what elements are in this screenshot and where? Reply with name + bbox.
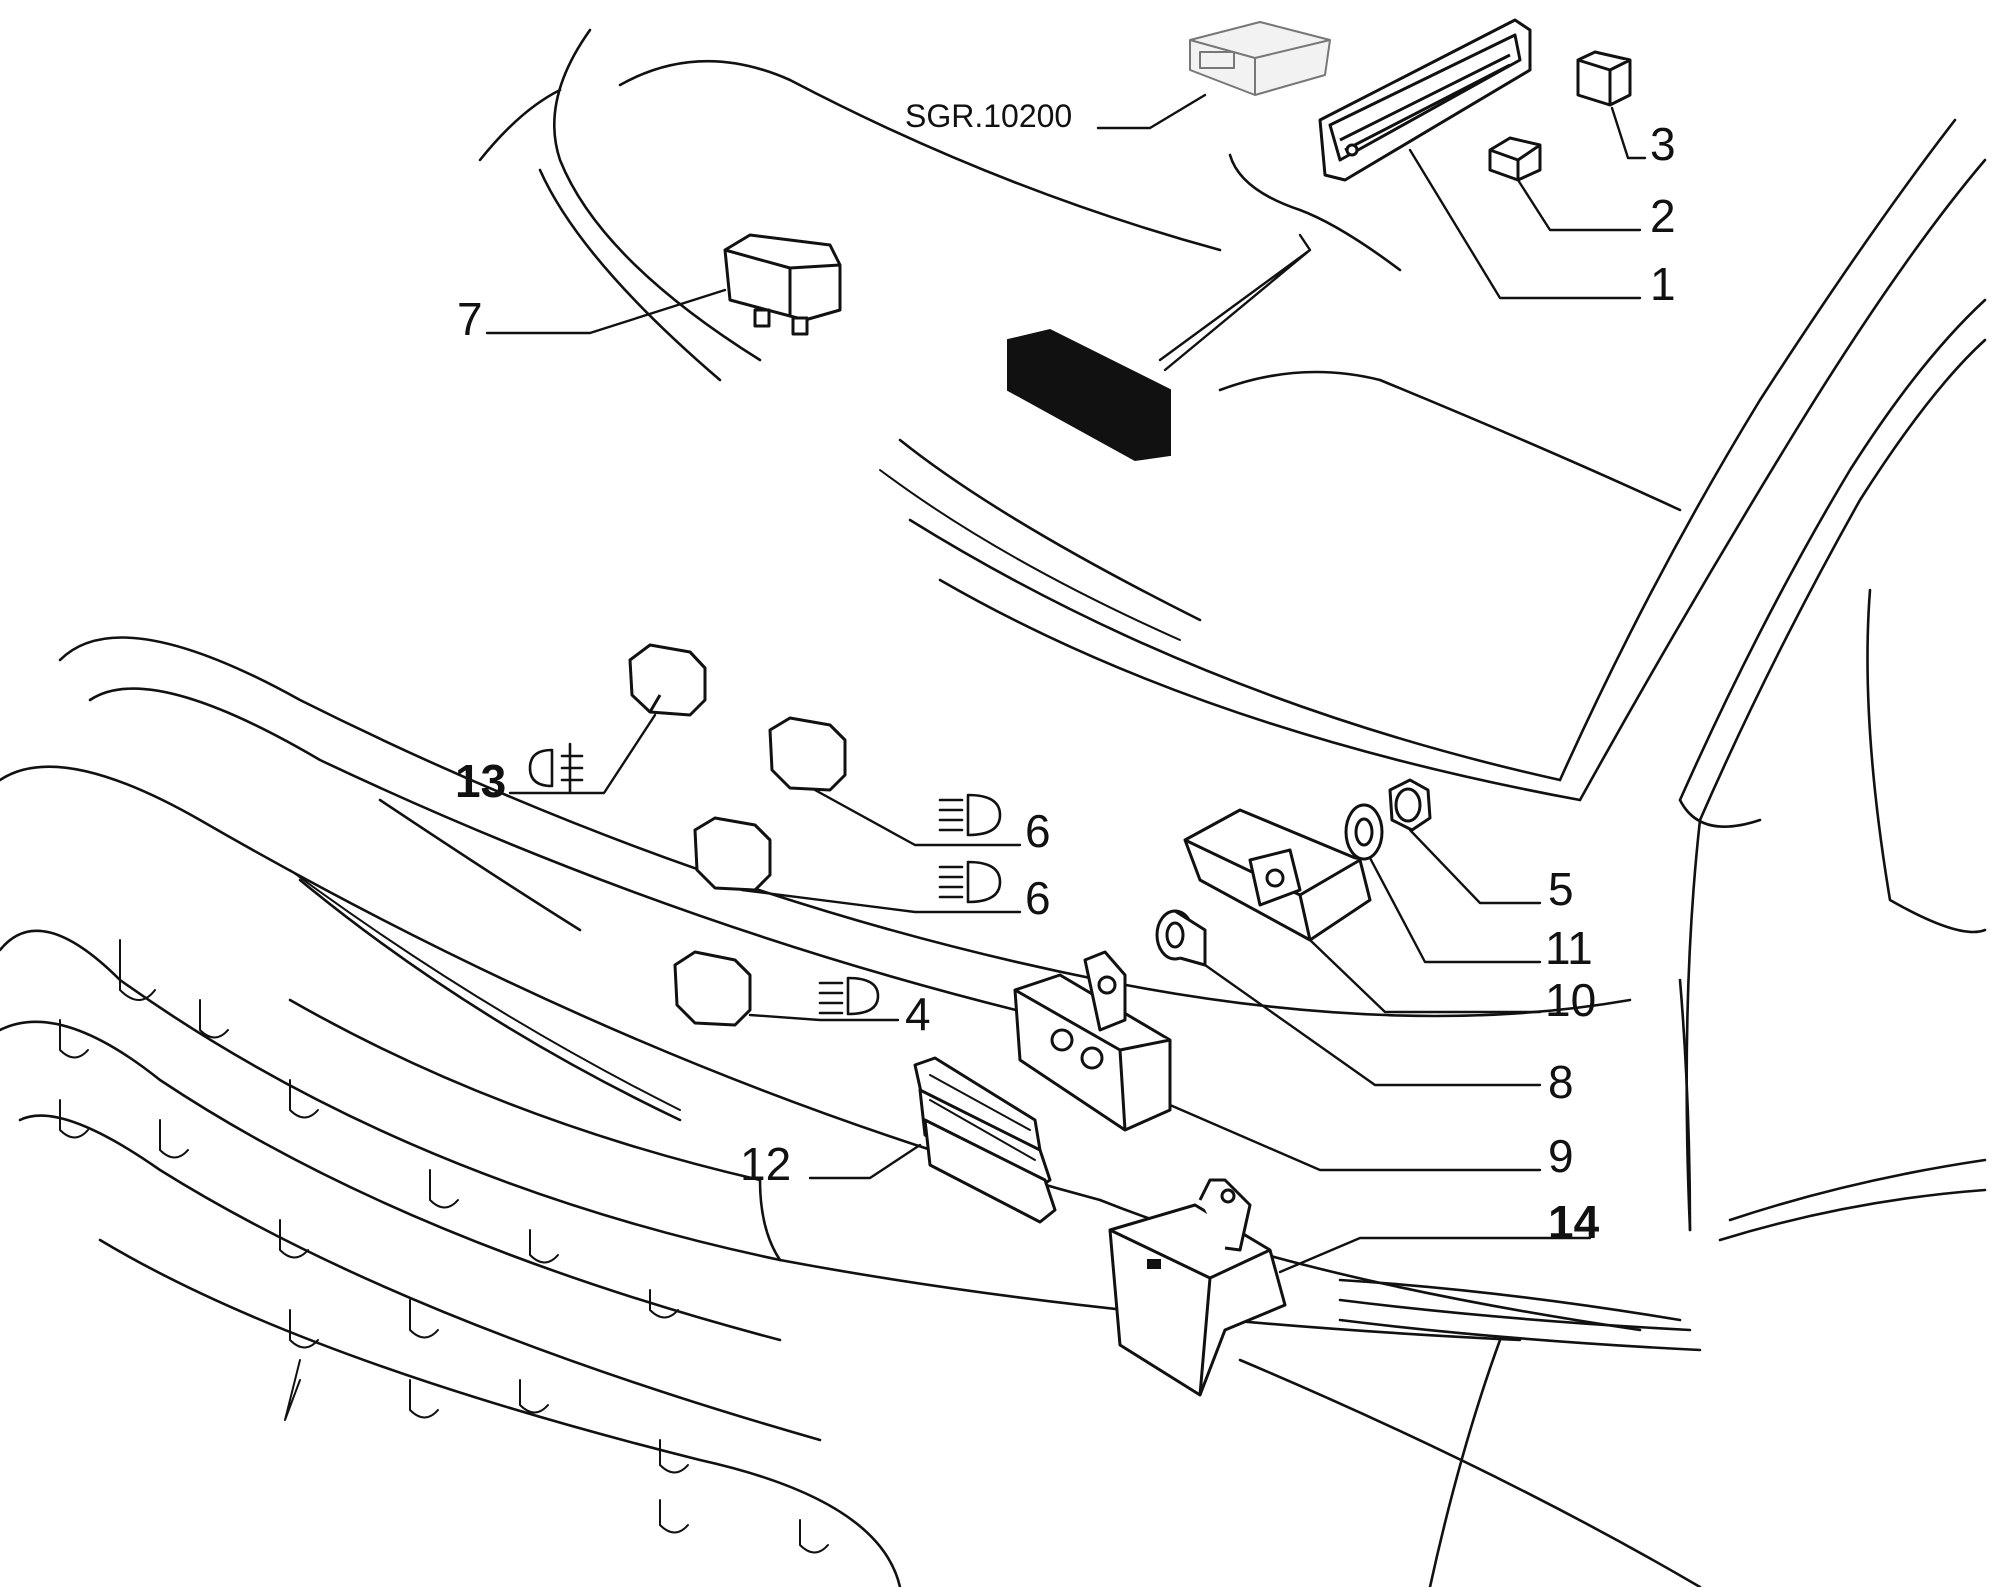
relay xyxy=(723,233,842,336)
callout-7-label: 7 xyxy=(457,293,483,345)
high-beam-icon xyxy=(818,976,880,1016)
rear-fog-icon xyxy=(528,742,584,794)
callout-11-label: 11 xyxy=(1545,922,1593,974)
callout-3-label: 3 xyxy=(1650,118,1676,170)
relay xyxy=(693,816,772,892)
callout-9-leader xyxy=(1168,1103,1542,1172)
relay xyxy=(628,643,707,717)
fuse-block xyxy=(1007,328,1171,462)
callout-5-leader xyxy=(1408,828,1542,905)
callout-1-label: 1 xyxy=(1650,258,1676,310)
callout-9-label: 9 xyxy=(1548,1130,1574,1182)
relay xyxy=(1576,50,1632,107)
callout-2-leader xyxy=(1516,178,1642,232)
high-beam-icon xyxy=(938,860,1002,904)
vehicle-body-outline xyxy=(0,28,1987,1587)
fuse-holder xyxy=(1013,950,1172,1132)
callout-6b-label: 6 xyxy=(1025,872,1051,924)
callout-6a-leader xyxy=(813,788,1022,847)
callout-13-label: 13 xyxy=(455,755,506,807)
callout-4-leader xyxy=(748,1013,900,1022)
callout-13-leader xyxy=(508,713,657,795)
control-unit xyxy=(1108,1178,1287,1397)
spacer xyxy=(1155,909,1207,967)
callout-5-label: 5 xyxy=(1548,863,1574,915)
callout-11-leader xyxy=(1368,856,1542,964)
callout-14-leader xyxy=(1278,1236,1592,1274)
callout-8-label: 8 xyxy=(1548,1056,1574,1108)
relay xyxy=(768,716,847,792)
callout-10-leader xyxy=(1308,938,1542,1014)
reference-leader xyxy=(1096,93,1207,130)
callout-6a-label: 6 xyxy=(1025,805,1051,857)
callout-10-label: 10 xyxy=(1545,974,1596,1026)
callout-4-label: 4 xyxy=(905,988,931,1040)
callout-8-leader xyxy=(1203,963,1542,1087)
washer xyxy=(1344,803,1384,861)
connector-module-icon xyxy=(1189,21,1331,96)
reference-code: SGR.10200 xyxy=(905,98,1072,134)
maxi-fuse xyxy=(913,1056,1057,1224)
high-beam-icon xyxy=(938,793,1002,837)
callout-12-leader xyxy=(808,1143,922,1180)
callout-12-label: 12 xyxy=(740,1138,791,1190)
fuse-block-leader xyxy=(1158,233,1312,372)
callout-2-label: 2 xyxy=(1650,190,1676,242)
nut xyxy=(1388,778,1432,832)
callout-14-label: 14 xyxy=(1548,1196,1600,1248)
callout-3-leader xyxy=(1610,106,1647,160)
callout-7-leader xyxy=(485,288,727,335)
fuse-box xyxy=(1318,18,1532,182)
relay xyxy=(673,950,752,1027)
callout-6b-leader xyxy=(740,888,1022,914)
bracket xyxy=(1183,808,1372,942)
callout-1-leader xyxy=(1408,148,1642,300)
small-relay xyxy=(1488,136,1542,182)
